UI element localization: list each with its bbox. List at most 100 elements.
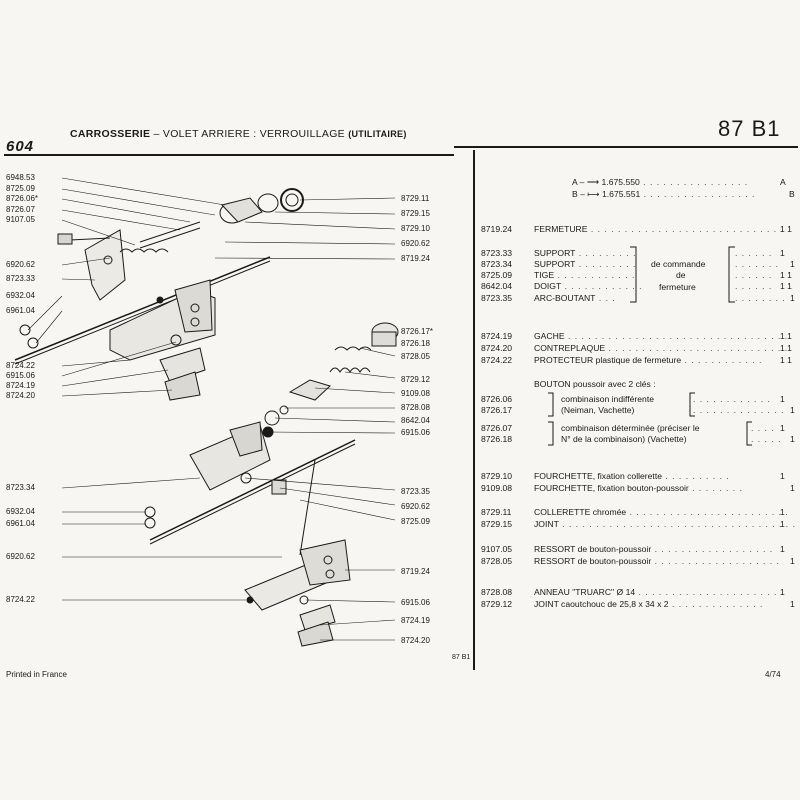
leader-lines-right — [214, 197, 396, 641]
callout-label: 6920.62 — [6, 260, 35, 269]
page-reference: 87 B1 — [718, 116, 781, 141]
push-button-parts — [262, 322, 399, 438]
part-qty: 1 — [790, 259, 795, 269]
column-divider — [473, 150, 475, 670]
callout-label: 8642.04 — [401, 416, 430, 425]
callout-label: 8729.10 — [401, 224, 430, 233]
part-name: COLLERETTE chromée . . . . . . . . . . .… — [534, 507, 789, 517]
part-qty: 1 — [780, 248, 785, 258]
callout-label: 8726.06* — [6, 194, 39, 203]
callout-label: 9107.05 — [6, 215, 35, 224]
part-code: 9109.08 — [481, 483, 513, 493]
dots-fill: . . . . . — [751, 434, 782, 444]
callout-label: 6948.53 — [6, 173, 35, 182]
callout-label: 6932.04 — [6, 291, 35, 300]
part-qty: 1 — [780, 471, 785, 481]
part-name: RESSORT de bouton-poussoir . . . . . . .… — [534, 544, 774, 554]
part-code: 8728.05 — [481, 556, 513, 566]
part-name: TIGE . . . . . . . . . . . . — [534, 270, 636, 280]
bracket-right — [689, 392, 695, 417]
page-title: CARROSSERIE – VOLET ARRIERE : VERROUILLA… — [70, 128, 407, 140]
part-code: 8726.06 — [481, 394, 513, 404]
callout-label: 8723.35 — [401, 487, 430, 496]
part-qty: 1 — [790, 483, 795, 493]
part-qty: 1 — [780, 519, 785, 529]
upper-washer — [19, 324, 31, 336]
lower-rod — [149, 439, 356, 545]
leader-lines-left — [27, 177, 282, 601]
upper-striker — [159, 334, 206, 401]
part-code: 8724.22 — [481, 355, 513, 365]
part-name: FERMETURE . . . . . . . . . . . . . . . … — [534, 224, 784, 234]
dots-fill: . . . . . . . — [735, 259, 780, 269]
part-code: 8729.15 — [481, 519, 513, 529]
callout-label: 6961.04 — [6, 306, 35, 315]
part-code: 8642.04 — [481, 281, 513, 291]
upper-bracket — [84, 229, 126, 301]
callout-label: 8723.33 — [6, 274, 35, 283]
part-qty: 1 — [780, 423, 785, 433]
callout-label: 8726.07 — [6, 205, 35, 214]
callout-label: 8725.09 — [401, 517, 430, 526]
exploded-diagram — [14, 177, 399, 647]
part-name: ANNEAU "TRUARC" Ø 14 . . . . . . . . . .… — [534, 587, 785, 597]
part-name: ARC-BOUTANT . . . — [534, 293, 616, 303]
upper-lock-plate — [109, 279, 216, 361]
title-strong: CARROSSERIE — [70, 128, 151, 140]
dots-fill: . . . . . . . . . . . . . . — [693, 405, 785, 415]
part-qty: 1 — [790, 434, 795, 444]
dots-fill: . . . . . . . . — [735, 293, 786, 303]
part-code: 8723.34 — [481, 259, 513, 269]
part-name: SUPPORT . . . . . . . . . — [534, 259, 637, 269]
printed-in: Printed in France — [6, 670, 67, 679]
model-logo: 604 — [6, 138, 35, 155]
callout-label: 8724.22 — [6, 361, 35, 370]
part-desc: combinaison déterminée (préciser le — [561, 423, 700, 433]
header-rule-left — [4, 154, 454, 156]
part-name: GACHE . . . . . . . . . . . . . . . . . … — [534, 331, 789, 341]
callout-label: 8728.08 — [401, 403, 430, 412]
bracket-right — [728, 246, 735, 303]
part-code: 8723.35 — [481, 293, 513, 303]
dots-fill: . . . . . . — [735, 270, 773, 280]
callout-label: 6920.62 — [401, 502, 430, 511]
callout-label: 8726.17* — [401, 327, 434, 336]
part-qty: 1 1 — [780, 331, 792, 341]
callout-label: 6961.04 — [6, 519, 35, 528]
part-qty: 1 — [780, 587, 785, 597]
part-code: 8729.11 — [481, 507, 512, 517]
part-code: 8724.19 — [481, 331, 513, 341]
part-code: 8726.17 — [481, 405, 513, 415]
callout-label: 8729.15 — [401, 209, 430, 218]
title-rest: – VOLET ARRIERE : VERROUILLAGE — [153, 128, 345, 140]
lower-washer — [144, 506, 156, 518]
part-name: PROTECTEUR plastique de fermeture . . . … — [534, 355, 763, 365]
part-name: FOURCHETTE, fixation collerette . . . . … — [534, 471, 730, 481]
part-name: DOIGT . . . . . . . . . . . . — [534, 281, 643, 291]
group-desc: fermeture — [659, 282, 696, 292]
part-name: JOINT . . . . . . . . . . . . . . . . . … — [534, 519, 800, 529]
callout-label: 8728.05 — [401, 352, 430, 361]
callout-label: 8725.09 — [6, 184, 35, 193]
part-code: 8726.07 — [481, 423, 513, 433]
part-qty: 1 — [790, 405, 795, 415]
part-qty: 1 1 — [780, 281, 792, 291]
part-code: 8723.33 — [481, 248, 513, 258]
arrow-icon: ⟶ — [586, 177, 600, 187]
callout-label: 8719.24 — [401, 567, 430, 576]
callout-label: 8729.12 — [401, 375, 430, 384]
dots-fill: . . . . . . — [735, 281, 773, 291]
header-rule-right — [454, 146, 798, 148]
dots-fill: . . . . . . — [735, 248, 773, 258]
page-number: 4/74 — [765, 670, 781, 679]
part-qty: 1 1 — [780, 343, 792, 353]
part-code: 8725.09 — [481, 270, 513, 280]
section-heading: BOUTON poussoir avec 2 clés : — [534, 379, 656, 389]
part-name: JOINT caoutchouc de 25,8 x 34 x 2 . . . … — [534, 599, 764, 609]
callout-label: 8724.20 — [401, 636, 430, 645]
lower-lock-plate — [189, 421, 316, 556]
callout-label: 8724.19 — [401, 616, 430, 625]
part-desc: combinaison indifférente — [561, 394, 654, 404]
callout-label: 8724.22 — [6, 595, 35, 604]
upper-lock-barrel — [57, 188, 304, 253]
